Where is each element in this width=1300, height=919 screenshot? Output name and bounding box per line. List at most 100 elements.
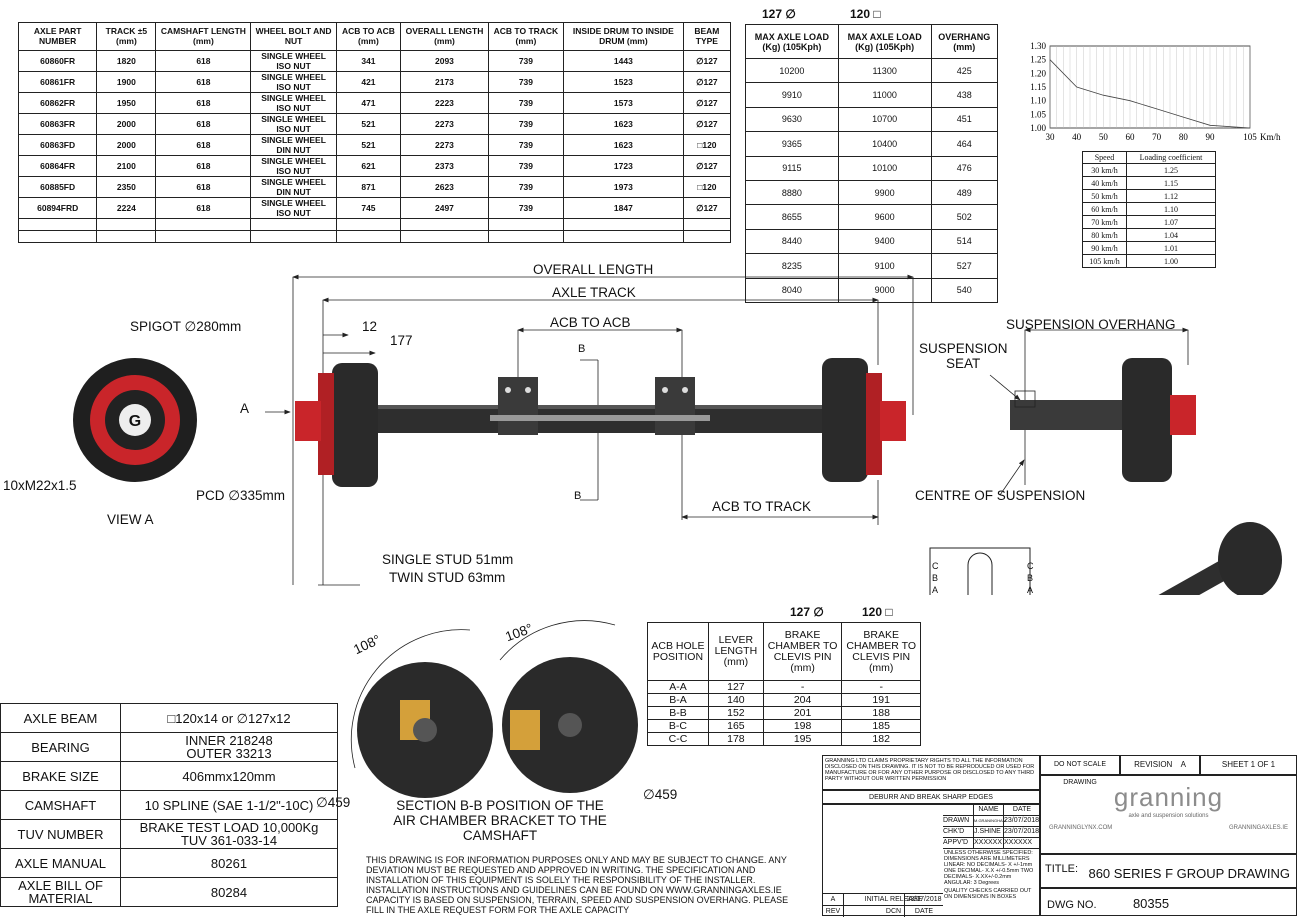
table-cell: 2350 [96, 176, 157, 198]
axle-track-label: AXLE TRACK [552, 285, 636, 300]
table-cell [487, 218, 565, 231]
table-cell: 105 km/h [1082, 254, 1127, 268]
table-cell: 10200 [745, 57, 839, 84]
drawing-title: 860 SERIES F GROUP DRAWING [1088, 866, 1291, 881]
x-tick-label: 60 [1126, 132, 1136, 142]
spigot-label: SPIGOT ∅280mm [130, 319, 242, 334]
table-cell: 2000 [96, 134, 157, 156]
release-date: 23/07/2018 [904, 893, 943, 905]
hole-beam-120-header: 120 □ [862, 605, 893, 619]
column-header: AXLE PART NUMBER [17, 22, 98, 51]
table-cell: ∅127 [682, 50, 732, 72]
load-beam-127-header: 127 ∅ [762, 7, 796, 21]
table-cell [682, 218, 732, 231]
table-cell: 1.01 [1125, 241, 1217, 255]
table-cell: 471 [335, 92, 402, 114]
view-a-label: VIEW A [107, 512, 154, 527]
acb-to-acb-label: ACB TO ACB [550, 315, 631, 330]
bracket-detail [929, 547, 1031, 595]
column-header: TRACK ±5 (mm) [96, 22, 157, 51]
dwg-label: DWG NO. [1047, 899, 1097, 911]
table-cell: 1820 [96, 50, 157, 72]
pcd-label: PCD ∅335mm [196, 488, 286, 503]
table-cell [250, 230, 337, 243]
table-cell: 201 [762, 706, 843, 720]
deburr-box: DEBURR AND BREAK SHARP EDGES [822, 790, 1040, 804]
bracket-hole-label: B [1027, 573, 1034, 583]
table-cell: 438 [930, 82, 999, 108]
revision-value: A [1180, 760, 1186, 769]
table-cell: ∅127 [682, 197, 732, 219]
table-cell: 60861FR [17, 71, 98, 93]
table-cell: 1.04 [1125, 228, 1217, 242]
table-cell: 204 [762, 693, 843, 707]
spec-label: AXLE BEAM [0, 703, 121, 733]
table-cell [250, 218, 337, 231]
do-not-scale-text: DO NOT SCALE DRAWING [1054, 761, 1106, 786]
table-cell [96, 230, 157, 243]
table-cell: 618 [155, 176, 252, 198]
x-tick-label: 70 [1152, 132, 1162, 142]
site-left: GRANNINGLYNX.COM [1049, 825, 1113, 831]
table-cell: A-A [647, 680, 709, 694]
revision-box: REVISION A [1120, 755, 1200, 775]
section-caption-line: CAMSHAFT [462, 828, 538, 843]
column-header: BEAM TYPE [682, 22, 732, 51]
x-tick-label: 105 [1243, 132, 1257, 142]
table-cell: 618 [155, 113, 252, 135]
y-tick-label: 1.15 [1030, 82, 1046, 92]
table-cell: 1573 [563, 92, 684, 114]
suspension-overhang-label: SUSPENSION OVERHANG [1006, 317, 1176, 332]
table-cell: 9900 [837, 179, 932, 206]
studs-label: 10xM22x1.5 [3, 478, 77, 493]
table-cell: B-B [647, 706, 709, 720]
drawn-name: M.GRANINGHAM [973, 816, 1006, 826]
y-tick-label: 1.05 [1030, 109, 1046, 119]
axle-isometric [1158, 522, 1282, 595]
y-tick-label: 1.30 [1030, 42, 1046, 51]
axle-front-view [295, 358, 906, 487]
section-b-bottom-label: B [574, 490, 582, 502]
overall-length-label: OVERALL LENGTH [533, 262, 654, 277]
table-cell: 70 km/h [1082, 215, 1127, 229]
table-cell: 739 [487, 71, 565, 93]
drawn-date: 23/07/2018 [1003, 816, 1040, 826]
bracket-hole-label: A [932, 585, 939, 595]
proprietary-text: GRANNING LTD CLAIMS PROPRIETARY RIGHTS T… [825, 758, 1035, 782]
table-cell: ∅127 [682, 113, 732, 135]
table-cell: 1623 [563, 134, 684, 156]
chkd-name: J.SHINE [973, 827, 1003, 837]
table-cell: ∅127 [682, 92, 732, 114]
section-caption: SECTION B-B POSITION OF THE AIR CHAMBER … [392, 798, 608, 843]
date-label: DATE [904, 905, 943, 917]
table-cell: □120 [682, 176, 732, 198]
table-cell: SINGLE WHEEL DIN NUT [250, 176, 337, 198]
column-header: Loading coefficient [1125, 151, 1217, 164]
table-cell [487, 230, 565, 243]
quality-note: QUALITY CHECKS CARRIED OUT ON DIMENSIONS… [944, 888, 1032, 900]
tolerance-note: UNLESS OTHERWISE SPECIFIED: DIMENSIONS A… [944, 850, 1034, 886]
table-cell: 8880 [745, 179, 839, 206]
sheet-text: SHEET 1 OF 1 [1221, 760, 1276, 769]
approval-box [822, 804, 1040, 916]
table-cell: 739 [487, 92, 565, 114]
section-b-b-drawing [350, 620, 638, 798]
table-cell: SINGLE WHEEL ISO NUT [250, 92, 337, 114]
spec-label: AXLE MANUAL [0, 848, 121, 878]
